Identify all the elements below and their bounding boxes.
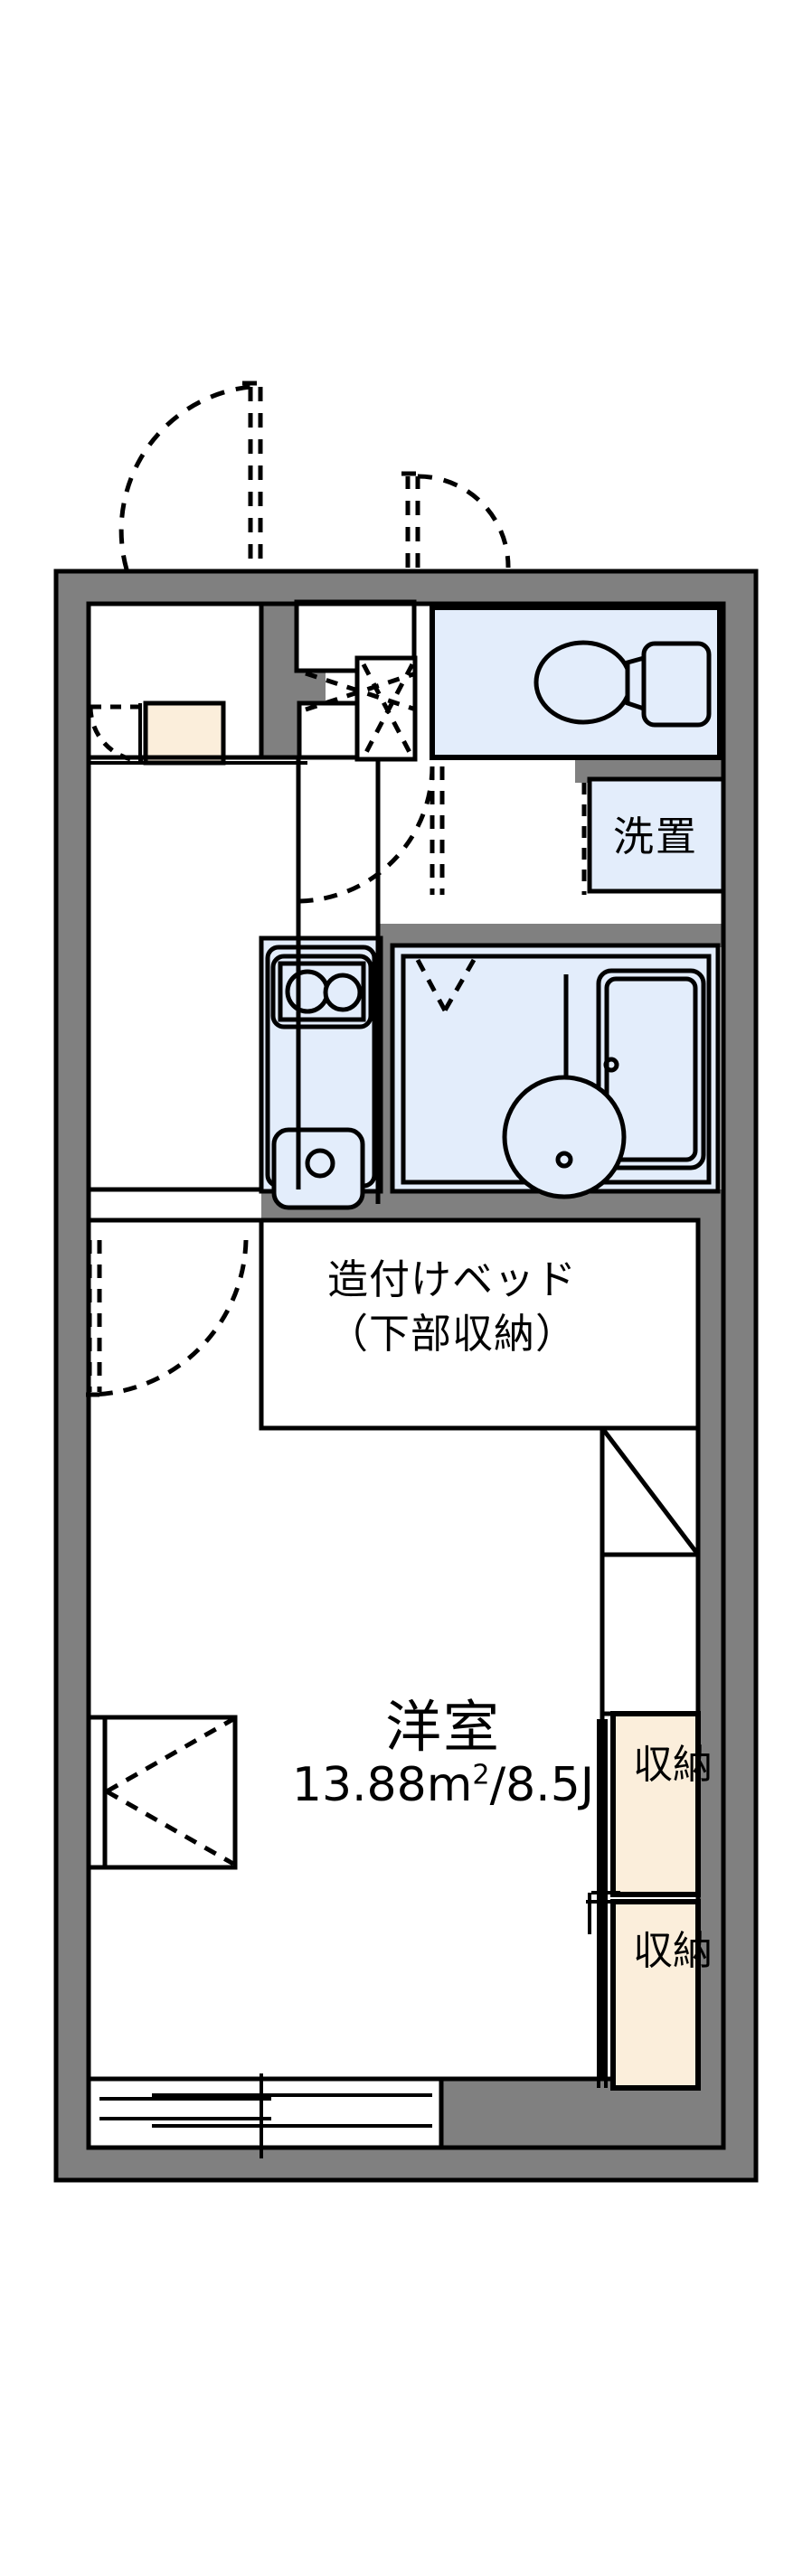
- unit-bath: [390, 943, 721, 1199]
- area-tatami: /8.5J: [489, 1758, 595, 1812]
- washbasin-fixture: [502, 1075, 627, 1199]
- toilet-door[interactable]: [401, 471, 511, 569]
- bath-door[interactable]: [415, 958, 477, 1012]
- side-casement-window[interactable]: [86, 1715, 238, 1870]
- balcony-window[interactable]: [86, 2073, 444, 2158]
- main-room-area-label: 13.88m2/8.5J: [199, 1761, 687, 1810]
- area-unit: m: [426, 1758, 473, 1812]
- closet-sliding-doors[interactable]: [586, 1719, 620, 2088]
- closet-lower: [610, 1899, 701, 2091]
- shoe-cabinet: [143, 700, 226, 766]
- kitchen: [259, 935, 383, 1210]
- area-unit-exponent: 2: [472, 1759, 490, 1791]
- entrance: [89, 655, 418, 766]
- laundry-label: 洗置: [612, 813, 698, 860]
- closet-lower-label: 収納: [633, 1928, 713, 1974]
- shoe-cabinet-door[interactable]: [88, 704, 144, 764]
- kitchen-sink: [271, 1127, 365, 1210]
- hallway-door[interactable]: [297, 766, 445, 904]
- entrance-door[interactable]: [118, 381, 263, 570]
- built-in-bed-label-line2: （下部収納）: [326, 1310, 577, 1358]
- area-number: 13.88: [291, 1758, 427, 1812]
- closet-upper: [610, 1711, 701, 1897]
- bathtub-fixture: [596, 968, 706, 1170]
- page-title: 洋室: [384, 1694, 501, 1760]
- toilet-fixture: [533, 640, 712, 728]
- built-in-bed-label-line1: 造付けベッド: [326, 1255, 577, 1303]
- toilet-room: [430, 605, 722, 760]
- two-burner-stove: [270, 954, 373, 1029]
- inner-edges: [86, 601, 726, 2150]
- closet-upper-label: 収納: [633, 1742, 713, 1788]
- alcove-niche: [600, 1425, 701, 1716]
- entrance-sliding-partition[interactable]: [305, 663, 417, 759]
